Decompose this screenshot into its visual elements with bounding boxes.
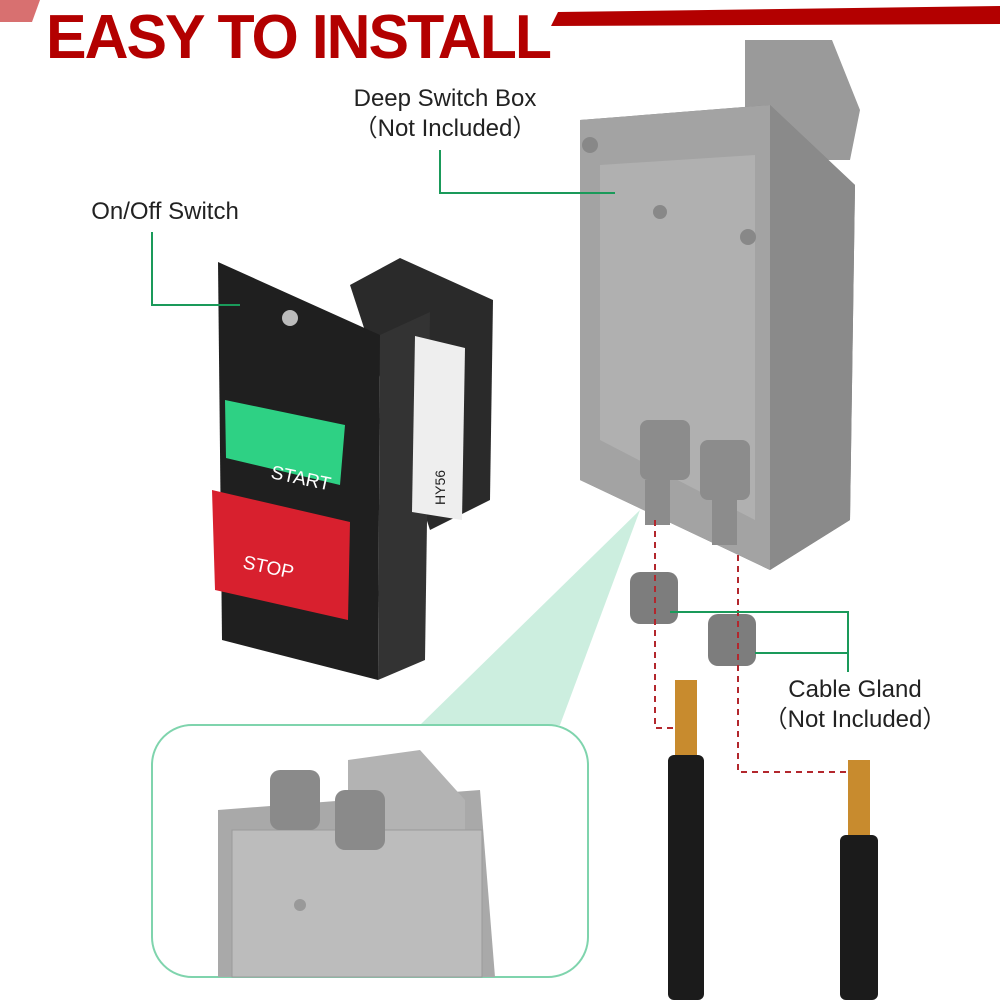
start-button[interactable]	[225, 400, 345, 485]
switch-box-image	[580, 40, 860, 570]
on-off-switch-label: On/Off Switch	[91, 198, 239, 225]
cable-gland-note: （Not Included）	[763, 706, 947, 733]
switch-box-name: Deep Switch Box	[353, 85, 537, 112]
guide-lines	[654, 520, 860, 773]
header-red-bar	[551, 6, 1000, 26]
leader-lines	[151, 150, 849, 672]
spec-label	[412, 336, 465, 520]
on-off-switch-image	[212, 258, 493, 680]
page-title: EASY TO INSTALL	[46, 3, 552, 72]
gland-icon	[335, 790, 385, 850]
switch-box-label: Deep Switch Box （Not Included）	[325, 84, 565, 144]
model-text: HY56	[432, 470, 448, 505]
header-corner-decoration	[0, 0, 40, 22]
zoom-box-detail	[218, 750, 495, 978]
cable-gland-image	[630, 572, 756, 666]
zoom-callout-wedge	[420, 510, 640, 725]
cable-gland-name: Cable Gland	[788, 676, 922, 703]
gland-icon	[270, 770, 320, 830]
switch-box-note: （Not Included）	[353, 115, 537, 142]
cable-gland-label: Cable Gland （Not Included）	[760, 675, 950, 735]
stop-button[interactable]	[212, 490, 350, 620]
cable-image	[668, 680, 878, 1000]
